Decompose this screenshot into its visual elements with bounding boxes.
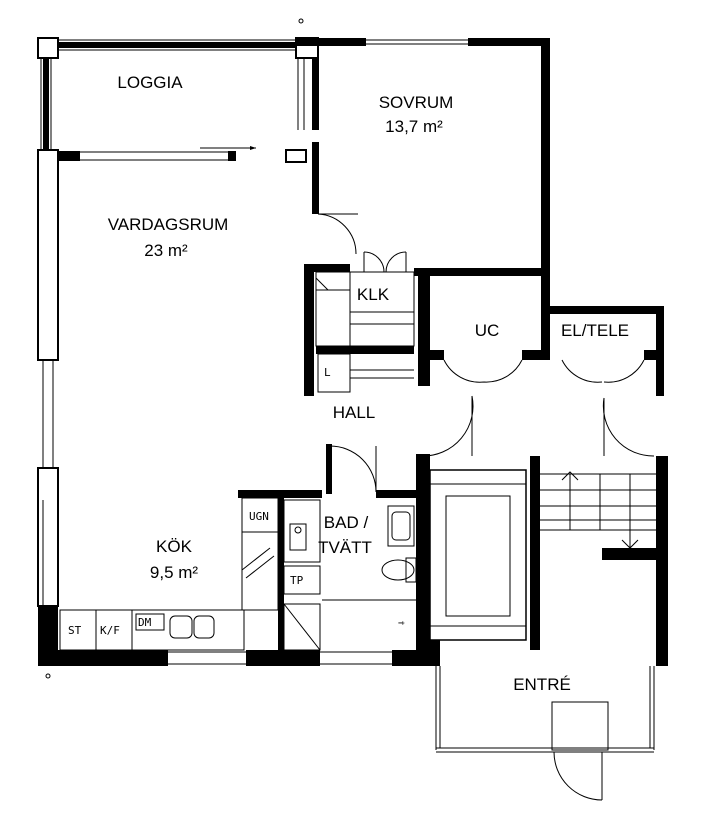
sovrum-label: SOVRUM <box>379 93 454 112</box>
vardagsrum-label: VARDAGSRUM <box>108 215 229 234</box>
badtvatt-label-line1: BAD / <box>324 513 369 532</box>
uc-label: UC <box>475 321 500 340</box>
loggia-label: LOGGIA <box>117 73 183 92</box>
closet-shelves: L <box>315 271 415 393</box>
vardagsrum-area: 23 m² <box>144 241 188 260</box>
dm-label: DM <box>138 616 152 629</box>
kf-label: K/F <box>100 624 120 637</box>
badtvatt-label-line2: TVÄTT <box>318 538 372 557</box>
kok-area: 9,5 m² <box>150 563 199 582</box>
kitchen-fixtures: UGN ST K/F DM <box>59 497 279 651</box>
doors <box>317 213 655 493</box>
klk-label: KLK <box>357 285 390 304</box>
l-label: L <box>324 366 331 379</box>
eltele-label: EL/TELE <box>561 321 629 340</box>
ugn-label: UGN <box>249 510 269 523</box>
bath-fixtures: TP ⇾ <box>283 499 417 651</box>
tp-label: TP <box>290 574 304 587</box>
walls <box>37 38 668 679</box>
st-label: ST <box>68 624 82 637</box>
stairs <box>429 469 656 641</box>
sovrum-area: 13,7 m² <box>385 117 443 136</box>
kok-label: KÖK <box>156 537 193 556</box>
entry-porch <box>435 666 655 801</box>
hall-label: HALL <box>333 403 376 422</box>
floor-drain-icon: ⇾ <box>398 616 405 629</box>
entre-label: ENTRÉ <box>513 675 571 694</box>
